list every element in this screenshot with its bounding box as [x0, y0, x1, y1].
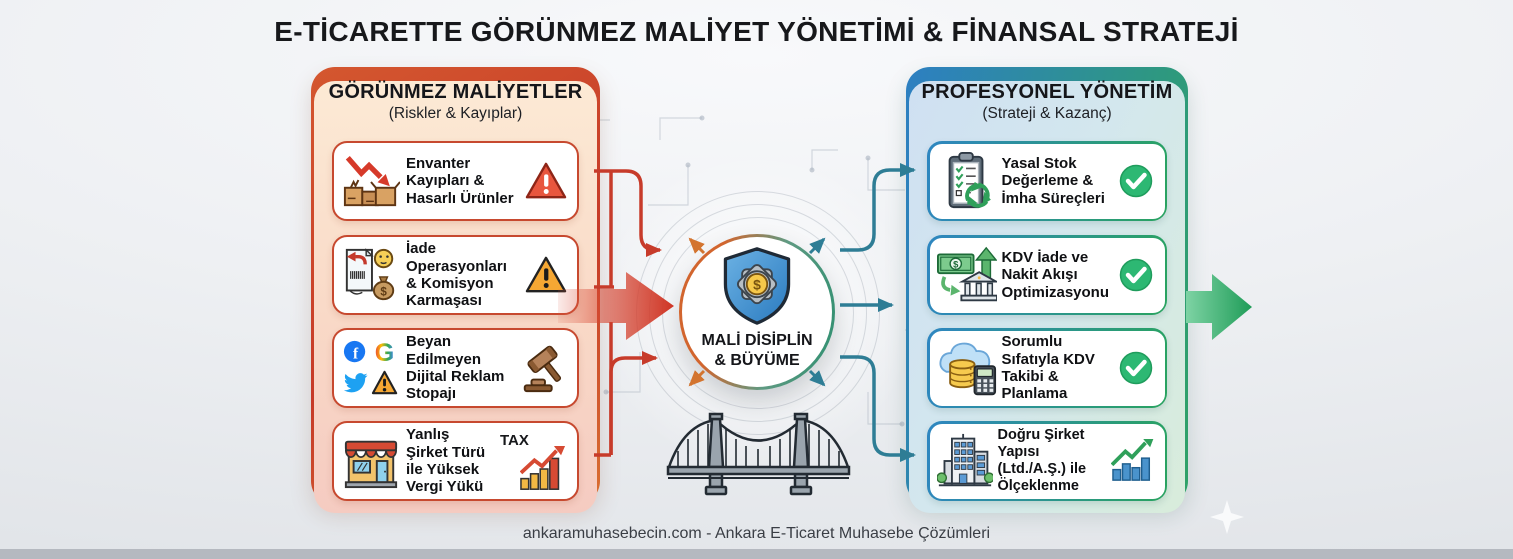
check-circle-icon	[1114, 348, 1158, 388]
check-circle-icon	[1114, 161, 1158, 201]
return-document-moneybag-icon: $	[341, 246, 401, 304]
damaged-boxes-icon	[341, 152, 401, 210]
facebook-icon: f	[343, 340, 366, 362]
left-item-label: Envanter Kayıpları & Hasarlı Ürünler	[406, 154, 514, 207]
svg-text:$: $	[380, 285, 387, 298]
right-item-label: Yasal Stok Değerleme & İmha Süreçleri	[1001, 154, 1105, 207]
left-item-iade-operasyonlari: $ İade Operasyonları & Komisyon Karmaşas…	[332, 235, 579, 315]
right-item-label: Doğru Şirket Yapısı (Ltd./A.Ş.) ile Ölçe…	[997, 427, 1087, 494]
warning-triangle-small-icon	[371, 370, 398, 395]
bottom-bar	[0, 549, 1513, 559]
tax-label: TAX	[500, 432, 529, 449]
office-building-icon	[936, 432, 993, 490]
right-item-dogru-sirket-yapisi: Doğru Şirket Yapısı (Ltd./A.Ş.) ile Ölçe…	[927, 421, 1167, 501]
right-item-label: Sorumlu Sıfatıyla KDV Takibi & Planlama	[1001, 333, 1095, 403]
growth-chart-icon	[1110, 439, 1158, 483]
center-label: MALİ DİSİPLİN & BÜYÜME	[701, 332, 813, 369]
right-panel: PROFESYONEL YÖNETİM (Strateji & Kazanç)	[906, 67, 1188, 513]
gavel-icon	[518, 341, 570, 395]
storefront-icon	[341, 432, 401, 490]
left-item-yuksek-vergi-yuku: Yanlış Şirket Türü ile Yüksek Vergi Yükü…	[332, 421, 579, 501]
left-item-dijital-reklam-stopaji: f G Bey	[332, 328, 579, 408]
svg-text:$: $	[953, 260, 959, 270]
center-hub: $ MALİ DİSİPLİN & BÜYÜME	[679, 234, 835, 390]
left-panel: GÖRÜNMEZ MALİYETLER (Riskler & Kayıplar)	[311, 67, 600, 513]
suspension-bridge-icon	[666, 407, 851, 507]
svg-text:$: $	[753, 276, 761, 292]
warning-triangle-red-icon	[522, 161, 570, 201]
google-icon: G	[375, 339, 395, 367]
tax-rising-chart-icon: TAX	[498, 428, 570, 494]
left-item-label: Yanlış Şirket Türü ile Yüksek Vergi Yükü	[406, 426, 486, 496]
check-circle-icon	[1114, 255, 1158, 295]
footer-credit: ankaramuhasebecin.com - Ankara E-Ticaret…	[522, 525, 991, 542]
svg-text:f: f	[353, 345, 359, 362]
cash-bank-growth-icon: $	[936, 246, 997, 304]
right-item-yasal-stok: Yasal Stok Değerleme & İmha Süreçleri	[927, 141, 1167, 221]
left-panel-subtitle: (Riskler & Kayıplar)	[388, 105, 523, 122]
clipboard-recycle-icon	[937, 152, 997, 210]
right-panel-subtitle: (Strateji & Kazanç)	[982, 105, 1112, 122]
social-ads-warning-icon: f G	[341, 339, 401, 397]
left-item-label: İade Operasyonları & Komisyon Karmaşası	[406, 240, 507, 310]
right-item-label: KDV İade ve Nakit Akışı Optimizasyonu	[1001, 248, 1110, 301]
right-item-kdv-iade: $ KDV İade ve Na	[927, 235, 1167, 315]
left-item-envanter-kayiplari: Envanter Kayıpları & Hasarlı Ürünler	[332, 141, 579, 221]
sparkle-icon	[1210, 500, 1244, 539]
cloud-database-calculator-icon	[937, 339, 997, 397]
shield-gear-dollar-icon: $	[721, 247, 793, 330]
left-item-label: Beyan Edilmeyen Dijital Reklam Stopajı	[406, 333, 505, 403]
warning-triangle-orange-icon	[522, 255, 570, 295]
right-item-sorumlu-sifatiyla-kdv: Sorumlu Sıfatıyla KDV Takibi & Planlama	[927, 328, 1167, 408]
twitter-icon	[343, 373, 368, 393]
page-title: E-TİCARETTE GÖRÜNMEZ MALİYET YÖNETİMİ & …	[274, 16, 1239, 47]
svg-text:G: G	[375, 339, 395, 367]
right-panel-title: PROFESYONEL YÖNETİM	[921, 81, 1173, 103]
left-panel-title: GÖRÜNMEZ MALİYETLER	[328, 81, 583, 103]
